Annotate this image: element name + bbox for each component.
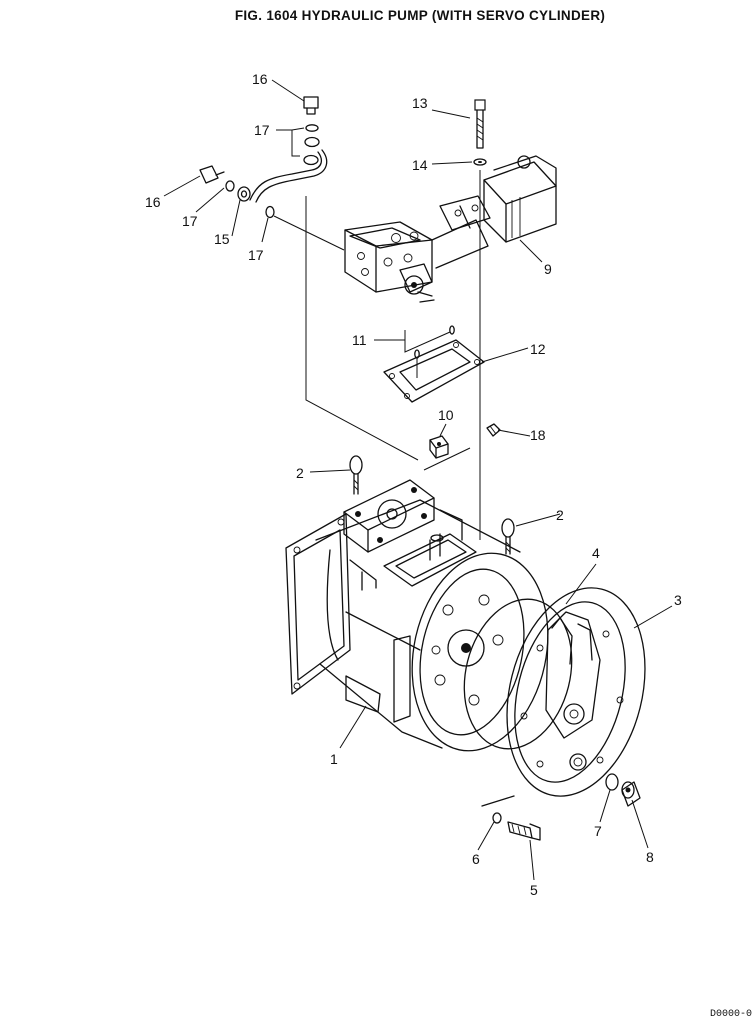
callout-16: 16: [145, 194, 161, 210]
callout-12: 12: [530, 341, 546, 357]
callout-16: 16: [252, 71, 268, 87]
eyebolts: [349, 455, 515, 555]
callout-5: 5: [530, 882, 538, 898]
callout-11: 11: [352, 332, 367, 348]
callout-2: 2: [296, 465, 304, 481]
callout-15: 15: [214, 231, 230, 247]
callout-9: 9: [544, 261, 552, 277]
servo-bolt-and-washer: [473, 99, 487, 166]
figure-title: FIG. 1604 HYDRAULIC PUMP (WITH SERVO CYL…: [234, 8, 606, 23]
assembly-lines: [305, 170, 481, 540]
callout-18: 18: [530, 427, 546, 443]
callout-labels: 1 2 2 3 4 5 6 7 8 9 10 11 12 13 14 15 16…: [145, 71, 682, 898]
cover-fasteners: [481, 773, 641, 841]
gasket-and-orings: [383, 325, 485, 403]
piping-assembly: [199, 96, 328, 219]
callout-leaders: [163, 79, 673, 881]
callout-7: 7: [594, 823, 602, 839]
callout-13: 13: [412, 95, 428, 111]
callout-17: 17: [182, 213, 198, 229]
callout-10: 10: [438, 407, 454, 423]
callout-3: 3: [674, 592, 682, 608]
callout-17: 17: [248, 247, 264, 263]
callout-6: 6: [472, 851, 480, 867]
callout-4: 4: [592, 545, 600, 561]
callout-8: 8: [646, 849, 654, 865]
callout-14: 14: [412, 157, 428, 173]
plug-and-nut: [429, 423, 501, 459]
servo-valve-assembly: [344, 155, 557, 303]
pump-main-body: [285, 479, 549, 752]
callout-17: 17: [254, 122, 270, 138]
front-cover: [506, 587, 646, 797]
callout-1: 1: [330, 751, 338, 767]
large-oring: [463, 598, 573, 750]
drawing-code: D0000-0: [709, 1009, 752, 1020]
callout-2: 2: [556, 507, 564, 523]
